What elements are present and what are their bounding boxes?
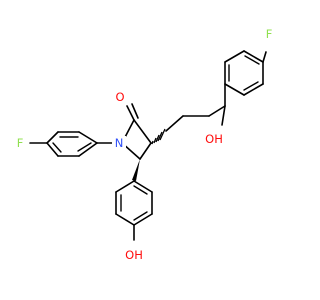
bond-carbonyl-2 [131, 103, 139, 119]
fluorophenyl-ring-top-right [224, 50, 264, 96]
bond-carbonyl-1 [126, 105, 135, 121]
fluorine-atom-left: F [17, 136, 24, 150]
bond-carbinol-ch2 [208, 105, 226, 117]
solid-wedge-bond [132, 159, 140, 181]
bond-chain-to-ring [165, 115, 184, 132]
hydroxyl-group-bottom: OH [125, 248, 143, 262]
fluorine-atom-top: F [266, 27, 273, 41]
hydroxyl-group-chain: OH [205, 132, 223, 146]
hydroxyphenyl-ring-bottom [115, 180, 153, 226]
bond-carbinol-oh [221, 105, 226, 126]
carbonyl-oxygen-atom: O [115, 90, 124, 104]
azetidinone-ring [121, 119, 152, 160]
fluorophenyl-ring-left [46, 131, 98, 157]
molecule-structure: F O N F OH OH [16, 27, 273, 262]
bond-c-f-top [262, 51, 267, 63]
hashed-wedge-bond [151, 128, 166, 145]
nitrogen-atom: N [115, 136, 124, 150]
